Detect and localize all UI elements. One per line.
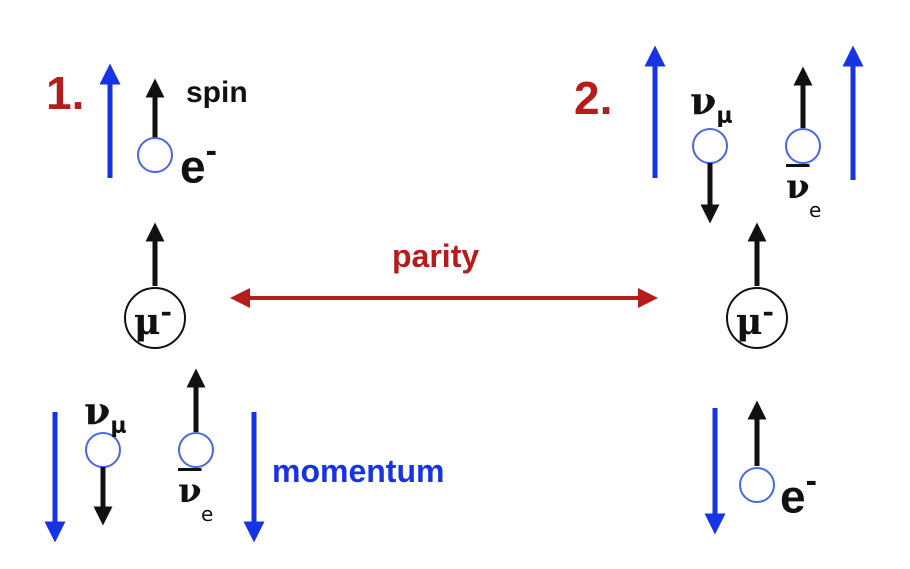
case-1-label: 1. bbox=[46, 67, 85, 119]
nuebar-label-1: ν bbox=[178, 471, 202, 511]
electron-label-1: e- bbox=[180, 132, 217, 193]
muon-label-1: μ- bbox=[134, 295, 172, 343]
muon-circle-2 bbox=[726, 287, 788, 349]
momentum-label: momentum bbox=[272, 453, 445, 489]
nuebar-sub-label-1: e bbox=[201, 502, 214, 526]
muon-circle-1 bbox=[124, 287, 186, 349]
electron-label-2: e- bbox=[780, 462, 817, 523]
parity-label: parity bbox=[392, 238, 480, 274]
electron-circle-2 bbox=[739, 467, 775, 503]
nuebar-label-2: ν bbox=[786, 167, 810, 207]
nuebar-circle-2 bbox=[785, 128, 821, 164]
muon-label-2: μ- bbox=[736, 295, 774, 343]
electron-circle-1 bbox=[137, 137, 173, 173]
case-2-label: 2. bbox=[574, 72, 613, 124]
numu-circle-2 bbox=[692, 128, 728, 164]
spin-label: spin bbox=[186, 76, 248, 109]
nuebar-sub-label-2: e bbox=[809, 198, 822, 222]
numu-label-2: νμ bbox=[690, 78, 733, 129]
nuebar-circle-1 bbox=[178, 432, 214, 468]
numu-label-1: νμ bbox=[84, 388, 127, 439]
